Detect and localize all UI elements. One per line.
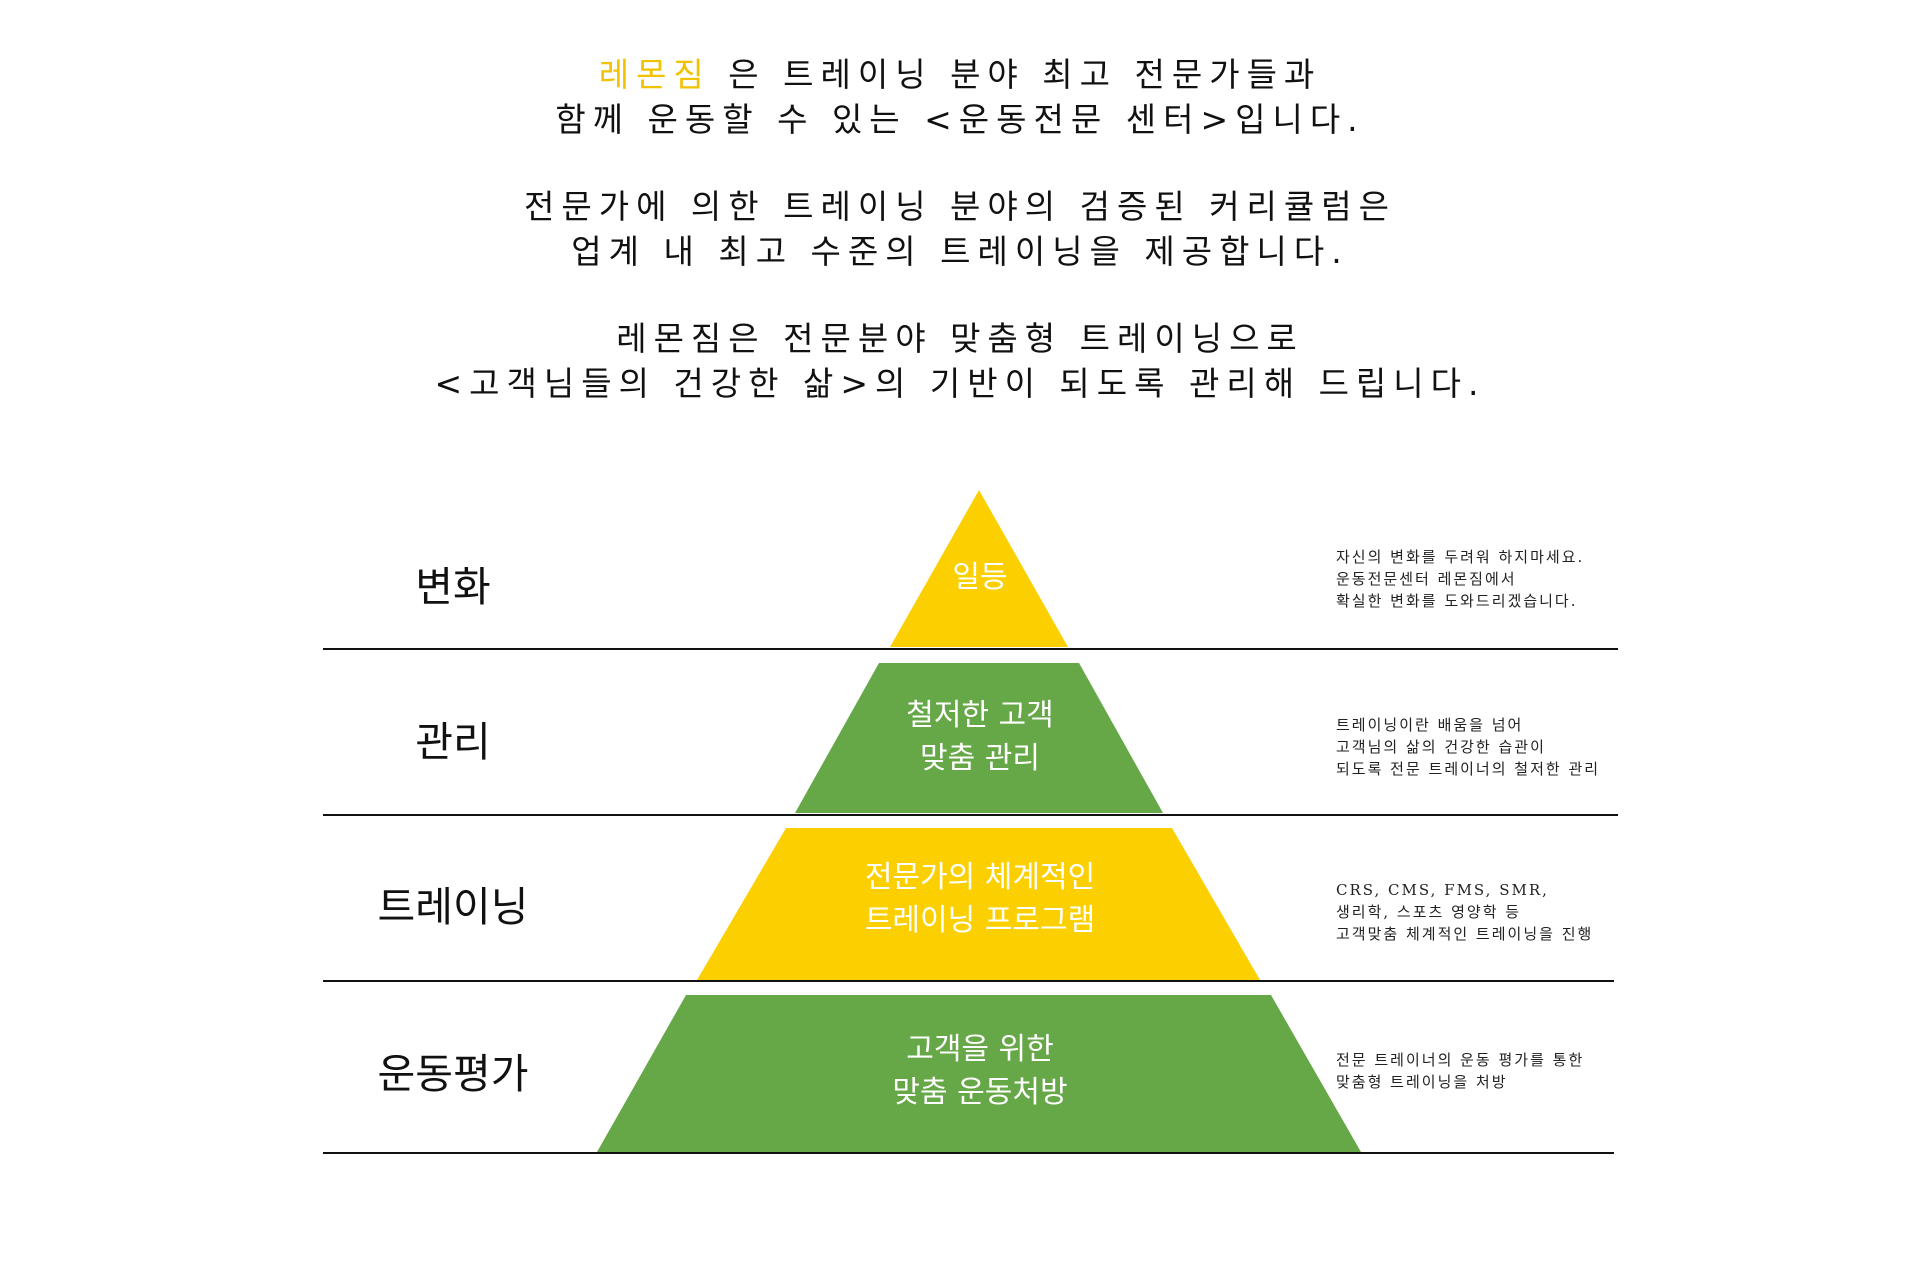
description-line: 고객님의 삶의 건강한 습관이 [1336,738,1546,756]
tier-title-line: 전문가의 체계적인 [864,860,1096,895]
intro-line: <고객님들의 건강한 삶>의 기반이 되도록 관리해 드립니다. [434,364,1486,403]
level-label-change: 변화 [415,563,491,611]
description-line: 고객맞춤 체계적인 트레이닝을 진행 [1336,925,1594,943]
description-line: 자신의 변화를 두려워 하지마세요. [1336,548,1585,566]
tier-title-management: 철저한 고객 맞춤 관리 [770,694,1190,780]
tier-title-training: 전문가의 체계적인 트레이닝 프로그램 [770,856,1190,942]
tier-shape-management [795,663,1163,813]
description-line: CRS, CMS, FMS, SMR, [1336,881,1549,899]
tier-description-change: 자신의 변화를 두려워 하지마세요. 운동전문센터 레몬짐에서 확실한 변화를 … [1336,546,1636,612]
tier-shape-assessment [597,995,1361,1152]
description-line: 맞춤형 트레이닝을 처방 [1336,1073,1508,1091]
tier-description-management: 트레이닝이란 배움을 넘어 고객님의 삶의 건강한 습관이 되도록 전문 트레이… [1336,714,1636,780]
tier-title-top: 일등 [770,556,1190,599]
tier-description-training: CRS, CMS, FMS, SMR, 생리학, 스포츠 영양학 등 고객맞춤 … [1336,879,1636,945]
intro-paragraph-2: 전문가에 의한 트레이닝 분야의 검증된 커리큘럼은 업계 내 최고 수준의 트… [0,184,1920,274]
tier-title-line: 고객을 위한 [906,1032,1054,1067]
tier-title-line: 일등 [952,560,1008,595]
intro-paragraph-1: 레몬짐 은 트레이닝 분야 최고 전문가들과 함께 운동할 수 있는 <운동전문… [0,52,1920,142]
intro-paragraph-3: 레몬짐은 전문분야 맞춤형 트레이닝으로 <고객님들의 건강한 삶>의 기반이 … [0,316,1920,406]
intro-line: 함께 운동할 수 있는 <운동전문 센터>입니다. [555,100,1365,139]
tier-title-line: 트레이닝 프로그램 [864,903,1096,938]
description-line: 생리학, 스포츠 영양학 등 [1336,903,1522,921]
intro-line: 레몬짐은 전문분야 맞춤형 트레이닝으로 [616,319,1304,358]
tier-shape-top [890,490,1068,647]
level-label-training: 트레이닝 [377,883,529,931]
level-label-assessment: 운동평가 [377,1050,529,1098]
tier-title-assessment: 고객을 위한 맞춤 운동처방 [770,1028,1190,1114]
tier-shape-training [697,828,1260,980]
description-line: 확실한 변화를 도와드리겠습니다. [1336,592,1578,610]
intro-line: 전문가에 의한 트레이닝 분야의 검증된 커리큘럼은 [523,187,1396,226]
tier-title-line: 철저한 고객 [906,698,1054,733]
description-line: 운동전문센터 레몬짐에서 [1336,570,1517,588]
description-line: 되도록 전문 트레이너의 철저한 관리 [1336,760,1601,778]
intro-line: 업계 내 최고 수준의 트레이닝을 제공합니다. [571,232,1349,271]
tier-title-line: 맞춤 관리 [920,741,1040,776]
description-line: 트레이닝이란 배움을 넘어 [1336,716,1524,734]
intro-text: 레몬짐 은 트레이닝 분야 최고 전문가들과 함께 운동할 수 있는 <운동전문… [0,52,1920,448]
brand-name: 레몬짐 [598,55,711,94]
level-label-management: 관리 [415,718,491,766]
intro-line-text: 은 트레이닝 분야 최고 전문가들과 [728,55,1322,94]
intro-line: 레몬짐 은 트레이닝 분야 최고 전문가들과 [0,52,1920,97]
tier-description-assessment: 전문 트레이너의 운동 평가를 통한 맞춤형 트레이닝을 처방 [1336,1049,1636,1093]
tier-title-line: 맞춤 운동처방 [892,1075,1068,1110]
description-line: 전문 트레이너의 운동 평가를 통한 [1336,1051,1585,1069]
